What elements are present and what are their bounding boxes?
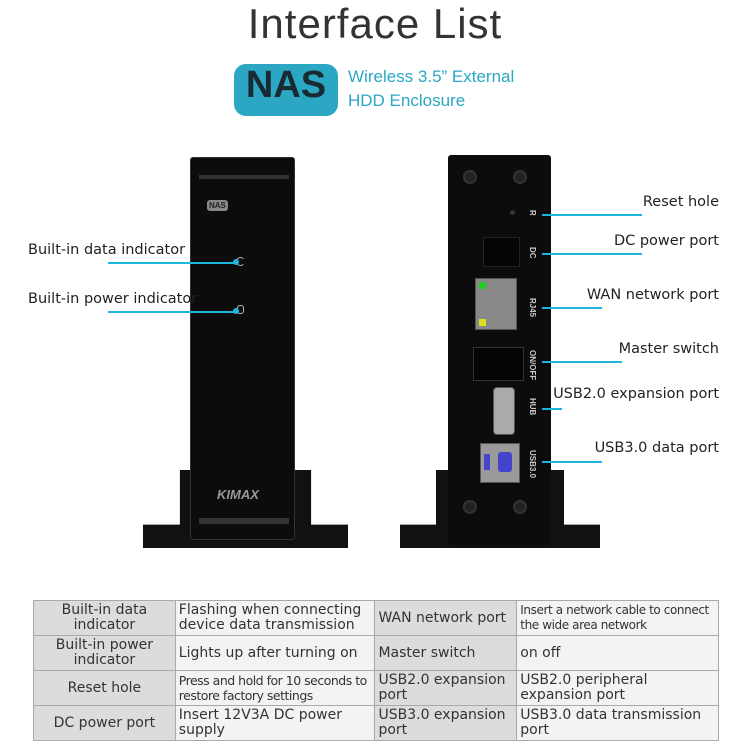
screw-icon <box>463 500 477 514</box>
label-usb3-port: USB3.0 data port <box>594 440 719 456</box>
page-title: Interface List <box>247 0 503 47</box>
table-cell: USB2.0 peripheral expansion port <box>516 670 719 706</box>
table-cell: Built-in power indicator <box>33 635 176 671</box>
table-cell: WAN network port <box>374 600 518 636</box>
table-cell: Built-in data indicator <box>33 600 176 636</box>
screw-icon <box>513 170 527 184</box>
table-cell: DC power port <box>33 705 176 741</box>
table-cell: USB2.0 expansion port <box>374 670 518 706</box>
front-device: NAS KIMAX <box>190 157 295 540</box>
port-label: DC <box>528 247 537 259</box>
label-usb2-port: USB2.0 expansion port <box>553 386 719 402</box>
rj45-port <box>475 278 517 330</box>
nas-badge: NAS <box>234 64 338 116</box>
callout-line <box>542 361 622 363</box>
table-cell: Reset hole <box>33 670 176 706</box>
mini-nas-badge: NAS <box>207 200 228 211</box>
badge-subtitle-1: Wireless 3.5” External <box>348 67 515 86</box>
badge-subtitle-2: HDD Enclosure <box>348 91 466 110</box>
table-cell: on off <box>516 635 719 671</box>
brand-logo: KIMAX <box>217 487 259 502</box>
table-row: Reset hole Press and hold for 10 seconds… <box>33 670 719 706</box>
usb2-port <box>493 387 515 435</box>
table-cell: Lights up after turning on <box>174 635 376 671</box>
back-device: R DC RJ45 ON/OFF HUB USB3.0 <box>448 155 551 545</box>
table-cell: USB3.0 expansion port <box>374 705 518 741</box>
table-cell: Flashing when connecting device data tra… <box>174 600 376 636</box>
callout-line <box>108 311 236 313</box>
table-cell: Master switch <box>374 635 518 671</box>
callout-line <box>542 307 602 309</box>
screw-icon <box>463 170 477 184</box>
callout-line <box>542 408 562 410</box>
port-label: HUB <box>528 398 537 416</box>
port-label: RJ45 <box>528 298 537 318</box>
label-data-indicator: Built-in data indicator <box>28 242 186 258</box>
table-cell: Insert 12V3A DC power supply <box>174 705 376 741</box>
screw-icon <box>513 500 527 514</box>
label-master-switch: Master switch <box>618 341 719 357</box>
callout-line <box>542 214 642 216</box>
table-cell: USB3.0 data transmission port <box>516 705 719 741</box>
interface-table: Built-in data indicator Flashing when co… <box>33 600 719 741</box>
label-dc-port: DC power port <box>613 233 719 249</box>
callout-line <box>542 461 602 463</box>
callout-dot <box>233 308 239 314</box>
reset-hole <box>510 210 515 215</box>
label-power-indicator: Built-in power indicator <box>28 291 198 307</box>
callout-dot <box>233 259 239 265</box>
power-switch <box>473 347 524 381</box>
port-label: R <box>528 210 537 216</box>
table-cell: Press and hold for 10 seconds to restore… <box>174 670 376 706</box>
port-label: ON/OFF <box>528 350 537 381</box>
table-row: Built-in data indicator Flashing when co… <box>33 600 719 636</box>
dc-jack <box>483 237 520 267</box>
callout-line <box>108 262 236 264</box>
usb3-port <box>480 443 520 483</box>
table-row: Built-in power indicator Lights up after… <box>33 635 719 671</box>
port-label: USB3.0 <box>528 450 537 479</box>
callout-line <box>542 253 642 255</box>
table-cell: Insert a network cable to connect the wi… <box>516 600 719 636</box>
label-wan-port: WAN network port <box>586 287 719 303</box>
table-row: DC power port Insert 12V3A DC power supp… <box>33 705 719 741</box>
label-reset-hole: Reset hole <box>642 194 719 210</box>
